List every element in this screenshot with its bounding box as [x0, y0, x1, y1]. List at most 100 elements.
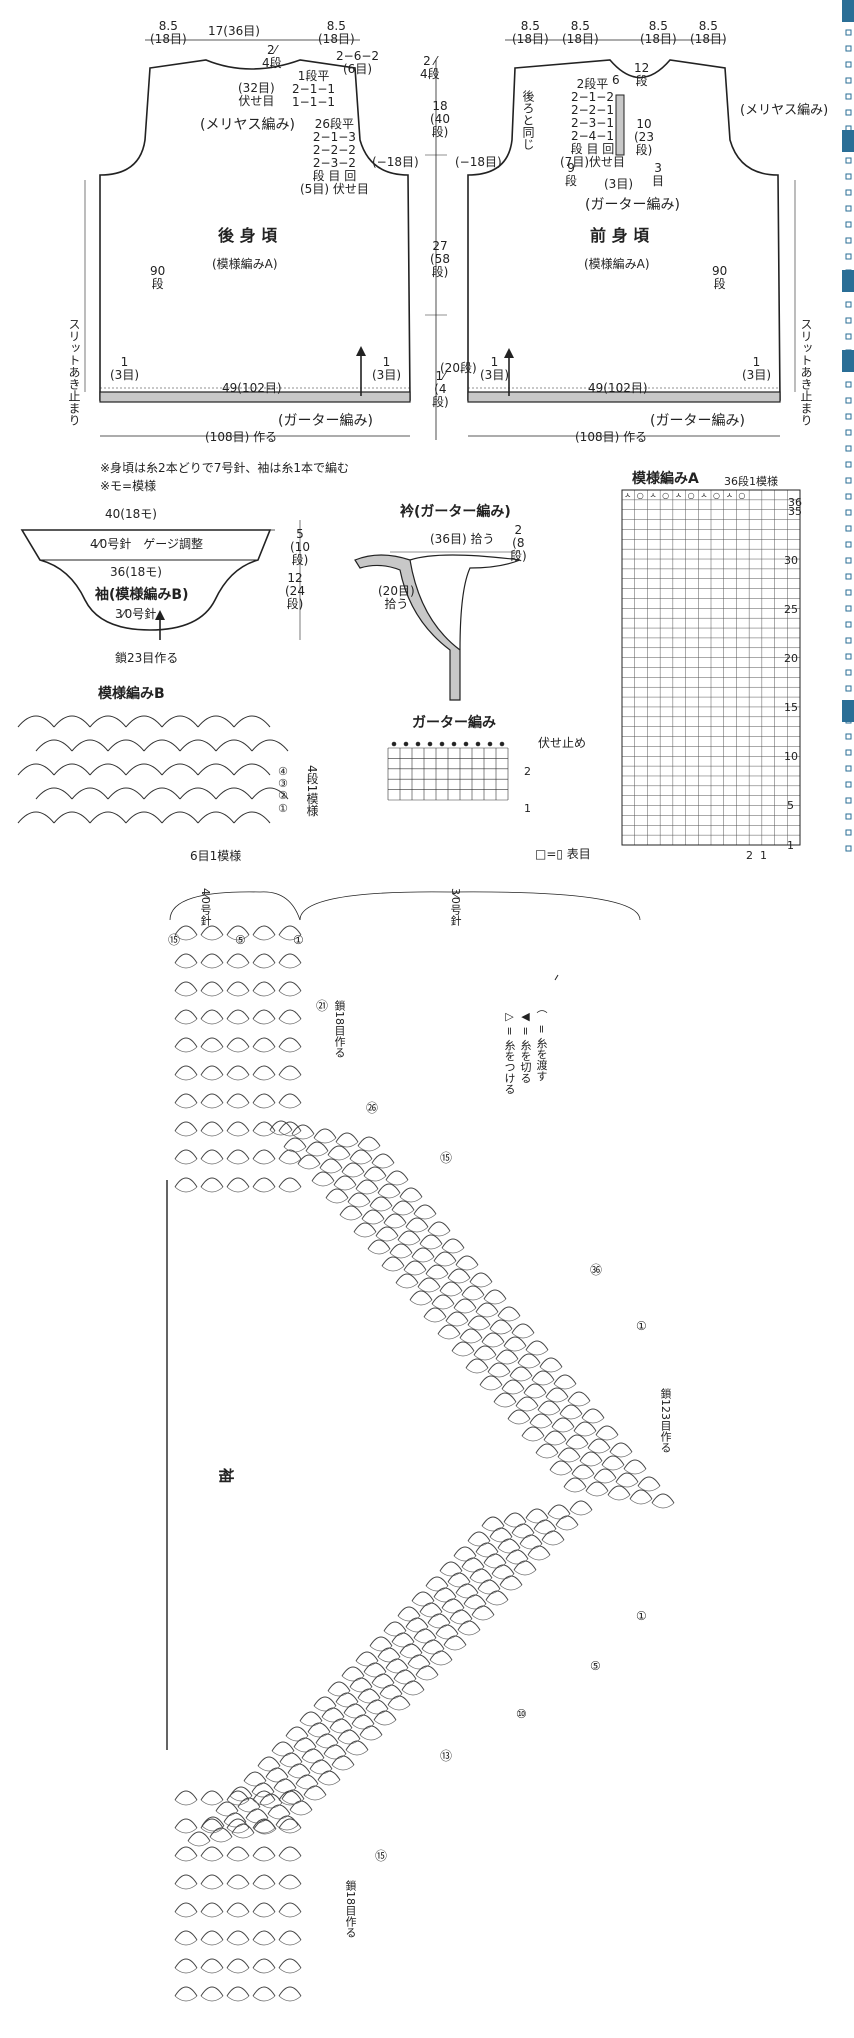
lace-chain — [237, 1806, 261, 1813]
lace-chain — [427, 1622, 451, 1629]
lace-chain — [417, 1286, 441, 1293]
lace-shell — [313, 1696, 337, 1707]
lace-chain — [299, 1720, 323, 1727]
eyelet-symbol: ㅅ — [726, 491, 733, 500]
front-hem-side-right: 1 (3目) — [742, 355, 771, 382]
lace-chain — [559, 1413, 583, 1420]
lace-shell — [483, 1289, 507, 1300]
lace-chain — [383, 1630, 407, 1637]
lace-chain — [447, 1277, 471, 1284]
lace-chain — [569, 1509, 593, 1516]
lace-chain — [623, 1468, 647, 1475]
lace-chain — [493, 1401, 517, 1408]
back-hem-band — [99, 391, 411, 403]
bind-off-dot — [499, 741, 505, 747]
lace-shell — [333, 1175, 357, 1186]
lace-shell — [200, 1874, 224, 1885]
pattern-b-row-4: ④ — [278, 765, 288, 778]
lace-chain — [174, 1046, 198, 1053]
lace-shell — [383, 1621, 407, 1632]
lace-shell — [278, 1121, 302, 1132]
pattern-b-row-1: ① — [278, 802, 288, 815]
lace-shell — [471, 1605, 495, 1616]
lace-chain — [525, 1517, 549, 1524]
lace-chain — [537, 1409, 561, 1416]
lace-shell — [571, 1464, 595, 1475]
lace-chain — [581, 1417, 605, 1424]
collar-pickup-back: (36目) 拾う — [430, 532, 495, 546]
lace-shell — [174, 925, 198, 936]
lace-chain — [335, 1701, 359, 1708]
lace-chain — [487, 1371, 511, 1378]
lace-chain — [335, 1141, 359, 1148]
lace-chain — [571, 1473, 595, 1480]
lace-shell — [453, 1546, 477, 1557]
lace-chain — [455, 1592, 479, 1599]
lace-chain — [252, 934, 276, 941]
lace-chain — [355, 1660, 379, 1667]
lace-chain — [278, 1799, 302, 1806]
lace-shell — [601, 1455, 625, 1466]
sleeve-center-label: 袖 — [217, 1467, 236, 1484]
lace-shell — [385, 1658, 409, 1669]
lace-shell — [497, 1306, 521, 1317]
lace-shell — [331, 1755, 355, 1766]
lace-chain — [533, 1528, 557, 1535]
lace-chain — [174, 1967, 198, 1974]
marker-5-top: ⑤ — [235, 933, 246, 947]
lace-chain — [469, 1577, 493, 1584]
lace-chain — [200, 1967, 224, 1974]
index-box — [845, 317, 852, 324]
pattern-a-col-1: 1 — [760, 849, 767, 862]
lace-chain — [447, 1581, 471, 1588]
lace-shell — [537, 1400, 561, 1411]
lace-shell — [278, 1986, 302, 1997]
lace-chain — [399, 1196, 423, 1203]
lace-shell — [200, 1009, 224, 1020]
lace-chain — [579, 1460, 603, 1467]
shell-stitch — [35, 739, 73, 752]
eyelet-symbol: ㅅ — [675, 491, 682, 500]
lace-shell — [317, 1770, 341, 1781]
lace-chain — [463, 1603, 487, 1610]
lace-shell — [315, 1733, 339, 1744]
lace-chain — [278, 1883, 302, 1890]
lace-chain — [269, 1129, 293, 1136]
index-box — [845, 541, 852, 548]
lace-shell — [399, 1643, 423, 1654]
lace-chain — [523, 1392, 547, 1399]
lace-chain — [252, 1827, 276, 1834]
lace-shell — [329, 1718, 353, 1729]
shell-stitch — [35, 787, 73, 800]
index-box — [845, 333, 852, 340]
lace-chain — [477, 1588, 501, 1595]
lace-chain — [449, 1618, 473, 1625]
lace-shell — [523, 1383, 547, 1394]
lace-shell — [455, 1583, 479, 1594]
index-box — [845, 413, 852, 420]
index-box — [845, 349, 852, 356]
front-body-rows: 90 段 — [712, 264, 728, 291]
lace-chain — [343, 1712, 367, 1719]
front-hem-label: (ガーター編み) — [650, 413, 745, 429]
lace-chain — [439, 1570, 463, 1577]
needle-right: 3⁄0号針 — [449, 888, 462, 926]
lace-shell — [226, 1037, 250, 1048]
lace-chain — [543, 1439, 567, 1446]
lace-shell — [503, 1512, 527, 1523]
index-box — [845, 653, 852, 660]
lace-shell — [519, 1534, 543, 1545]
lace-shell — [651, 1493, 675, 1504]
lace-chain — [441, 1247, 465, 1254]
lace-shell — [403, 1260, 427, 1271]
lace-chain — [351, 1723, 375, 1730]
front-top-dim-3: 8.5 (18目) — [640, 19, 677, 46]
lace-chain — [503, 1345, 527, 1352]
lace-chain — [243, 1780, 267, 1787]
lace-chain — [278, 1158, 302, 1165]
lace-shell — [375, 1226, 399, 1237]
lace-chain — [339, 1214, 363, 1221]
lace-shell — [200, 1790, 224, 1801]
lace-shell — [200, 1846, 224, 1857]
lace-shell — [252, 1009, 276, 1020]
